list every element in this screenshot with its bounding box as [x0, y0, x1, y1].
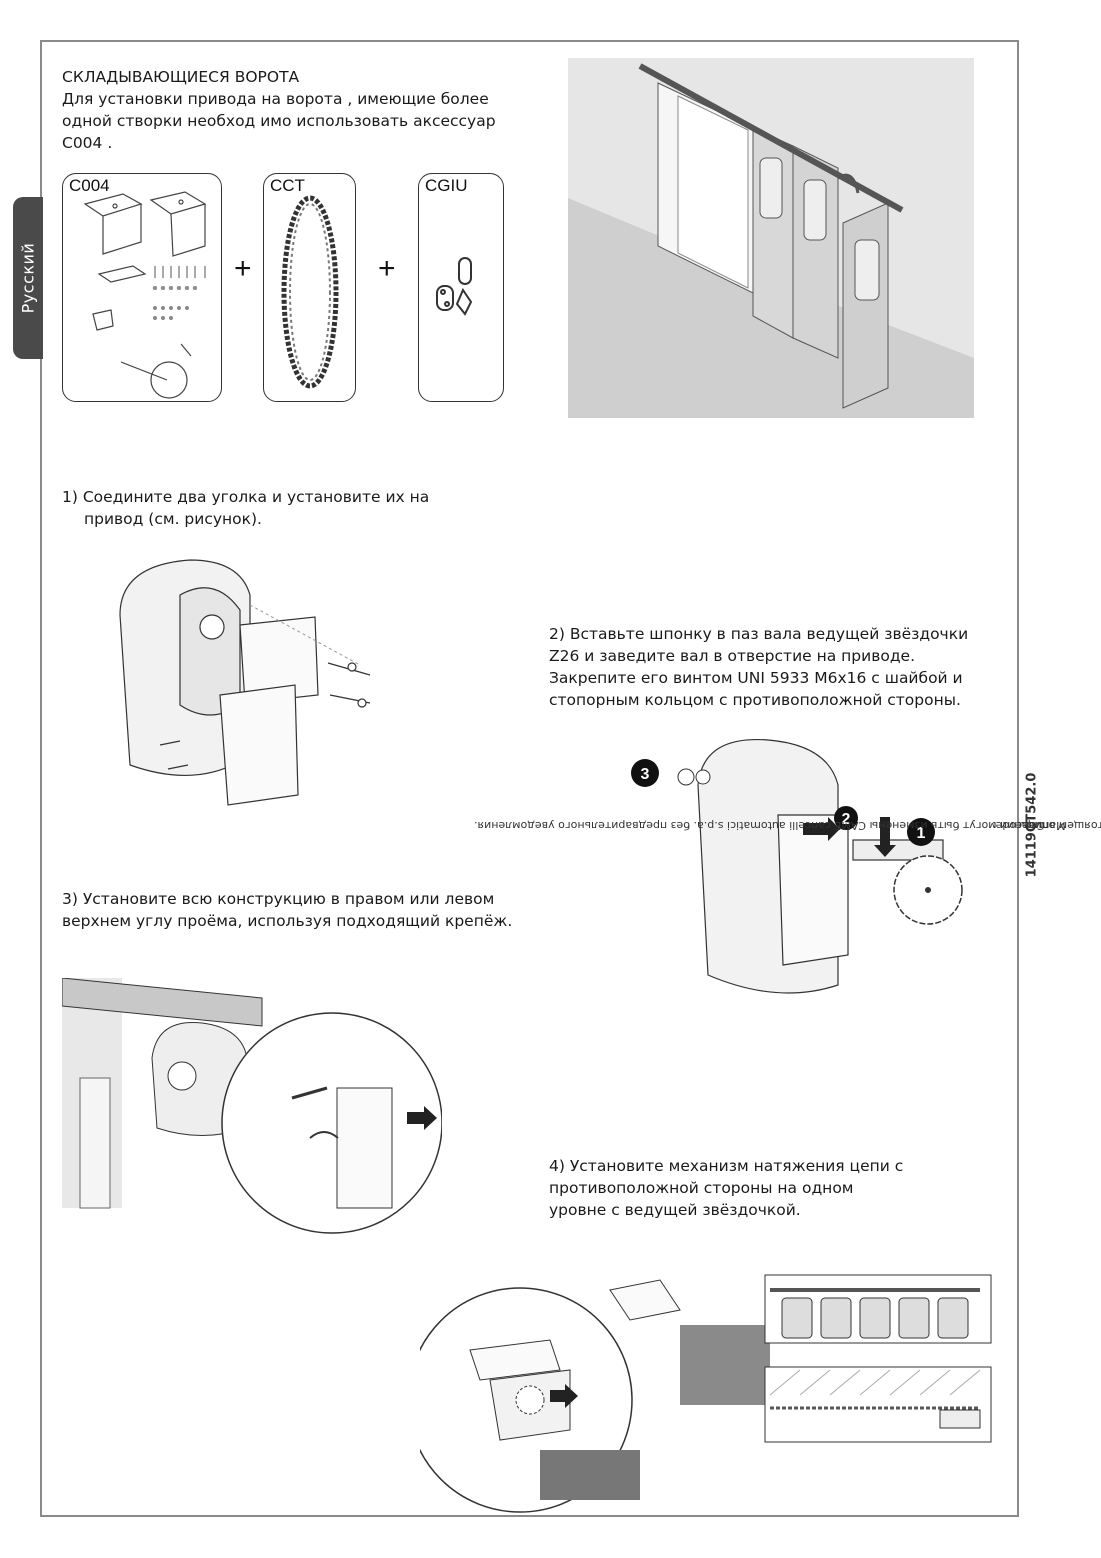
step-1-line-2: привод (см. рисунок).	[84, 510, 262, 528]
callout-2: 2	[842, 811, 851, 828]
chain-tensioner-illustration	[420, 1274, 992, 1513]
accessory-cgiu-box: CGIU	[418, 173, 504, 402]
page-frame	[40, 40, 1019, 1517]
intro-text: Для установки привода на ворота , имеющи…	[62, 90, 496, 152]
bracket-kit-icon	[83, 191, 207, 399]
section-title: СКЛАДЫВАЮЩИЕСЯ ВОРОТА	[62, 68, 300, 86]
insert-arrow-icon	[803, 817, 840, 841]
accessory-c004-box: C004	[62, 173, 222, 402]
callout-2-badge	[834, 806, 858, 830]
key-down-arrow-icon	[874, 817, 896, 857]
corner-mounting-illustration	[62, 978, 442, 1234]
chain-icon	[281, 195, 339, 389]
motor-bracket-assembly-illustration	[119, 559, 371, 806]
callout-3: 3	[641, 766, 650, 783]
callout-1-badge	[907, 818, 935, 846]
step-2-text: 2) Вставьте шпонку в паз вала ведущей зв…	[549, 625, 969, 709]
language-tab: Русский	[13, 197, 43, 359]
footer-text: Стр. 14 - Manual code: 119CT54 ver. 2.0 …	[473, 772, 1101, 878]
language-tab-label: Русский	[18, 242, 38, 314]
plus-sign: +	[378, 252, 396, 285]
callout-1: 1	[917, 825, 926, 842]
step-3-text: 3) Установите всю конструкцию в правом и…	[62, 890, 513, 930]
drive-shaft-insertion-illustration: 3 2 1	[631, 738, 963, 994]
chain-link-icon	[436, 257, 473, 316]
callout-3-badge	[631, 759, 659, 787]
step-4-text: 4) Установите механизм натяжения цепи с …	[549, 1157, 904, 1219]
accessory-label: C004	[69, 176, 110, 195]
accessory-label: CGIU	[425, 176, 468, 195]
accessory-label: CCT	[270, 176, 305, 195]
tension-arrow-icon	[550, 1384, 578, 1408]
step-1-line-1: 1) Соедините два уголка и установите их …	[62, 488, 430, 506]
plus-sign: +	[234, 252, 252, 285]
side-footer: Стр. 14 - Manual code: 119CT54 ver. 2.0 …	[473, 150, 1101, 1500]
fix-arrow-icon	[407, 1106, 437, 1130]
folding-gate-illustration	[568, 58, 974, 418]
step-1-text: 1) Соедините два уголка и установите их …	[62, 486, 452, 530]
accessory-cct-box: CCT	[263, 173, 356, 402]
